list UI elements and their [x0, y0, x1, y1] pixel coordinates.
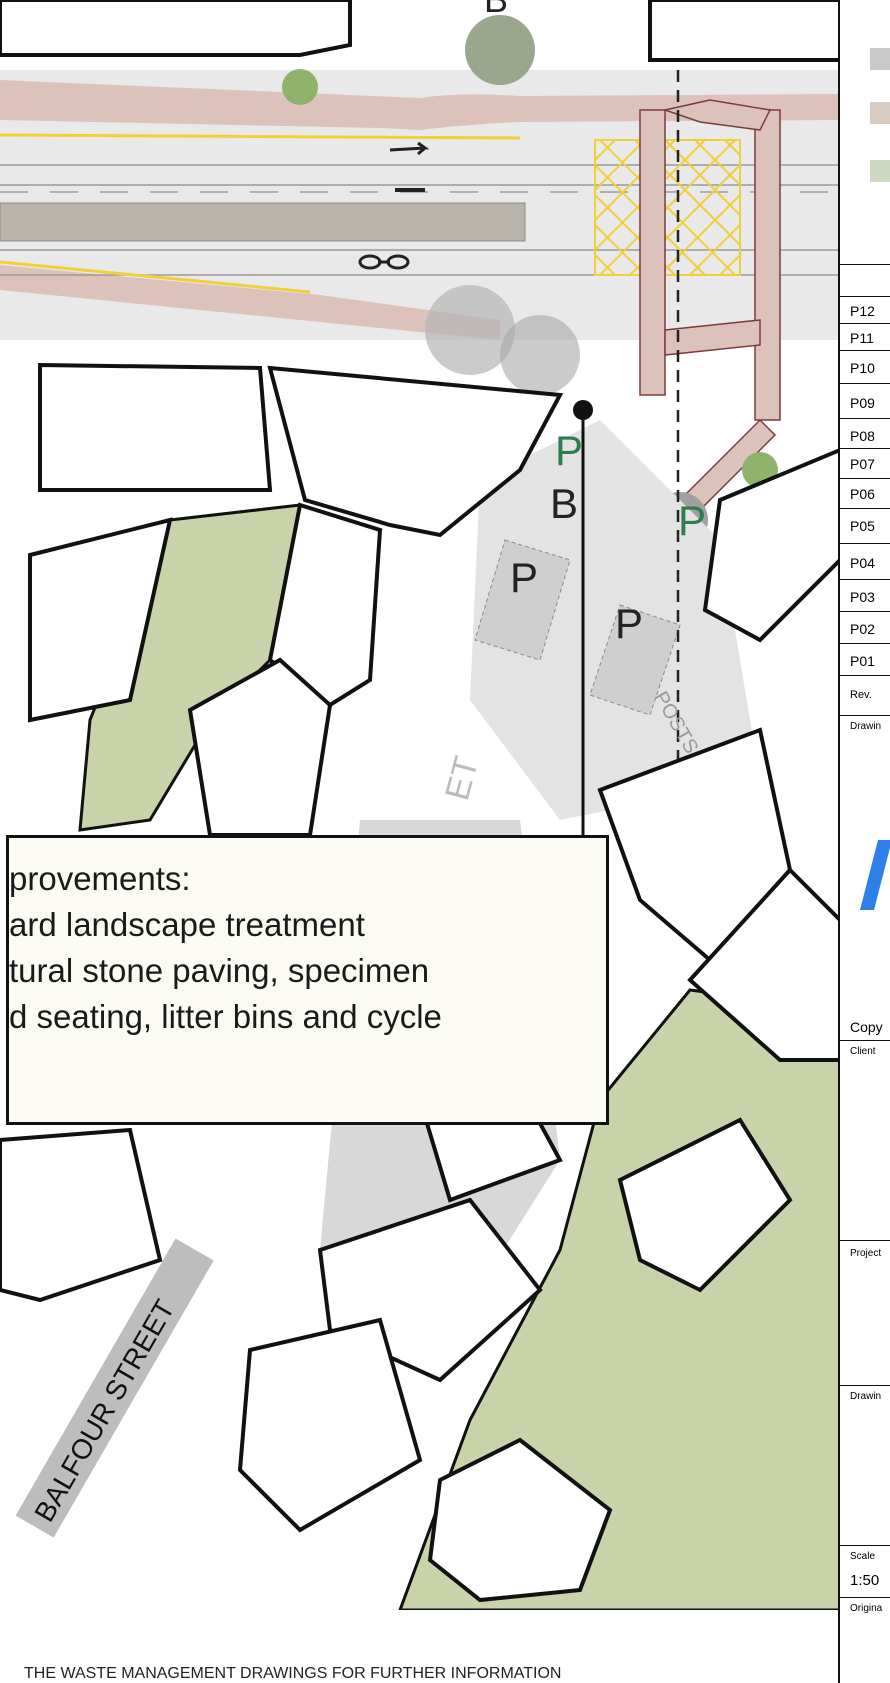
legend-swatch-green: [870, 160, 890, 182]
legend-swatch-paving: [870, 48, 890, 70]
revision-row: P12: [840, 296, 890, 323]
cycle-parking-letter-left: P: [555, 427, 583, 474]
copyright-label: Copy: [850, 1019, 883, 1035]
callout-line-1: provements:: [9, 860, 191, 897]
parking-bays: [474, 539, 681, 716]
revision-row: P09: [840, 383, 890, 418]
revision-row: P10: [840, 350, 890, 383]
callout-line-4: d seating, litter bins and cycle: [9, 998, 442, 1035]
revision-row: P03: [840, 579, 890, 611]
revision-row: P01: [840, 643, 890, 675]
drawing-title-label: Drawin: [840, 1385, 890, 1545]
legend-swatch-footway: [870, 102, 890, 124]
revision-row: P08: [840, 418, 890, 448]
scale-label: Scale: [840, 1545, 890, 1567]
bus-stop-marker: [573, 400, 593, 840]
yellow-box-junction: [594, 139, 741, 276]
bus-stop-letter-top: B: [484, 0, 508, 20]
project-label: Project: [840, 1240, 890, 1385]
revision-row: P04: [840, 543, 890, 579]
client-label: Client: [840, 1040, 890, 1240]
cycle-parking-letter-right: P: [678, 497, 706, 544]
bus-stop-letter: B: [550, 480, 578, 527]
revision-row: P02: [840, 611, 890, 643]
cycle-track: [639, 99, 781, 513]
improvements-callout: provements: ard landscape treatment tura…: [6, 835, 609, 1125]
scale-value: 1:50: [850, 1572, 880, 1589]
revision-row: P05: [840, 508, 890, 543]
building-outlines: [0, 0, 840, 1603]
parking-letter-right: P: [615, 600, 643, 647]
revision-row: P11: [840, 323, 890, 350]
original-size-label: Origina: [840, 1597, 890, 1637]
revision-row: P07: [840, 448, 890, 478]
rev-header: Rev.: [840, 675, 890, 715]
site-plan-map: P P B B P P ET POSTS BALFOUR STREET: [0, 0, 840, 1610]
callout-line-3: tural stone paving, specimen: [9, 952, 430, 989]
drawing-status-label: Drawin: [840, 715, 890, 815]
parking-letter-left: P: [510, 554, 538, 601]
callout-line-2: ard landscape treatment: [9, 906, 365, 943]
revision-row: P06: [840, 478, 890, 508]
company-logo: [860, 840, 890, 910]
title-block-panel: P12 P11 P10 P09 P08 P07 P06 P05 P04 P03 …: [838, 0, 890, 1683]
footnote-text: THE WASTE MANAGEMENT DRAWINGS FOR FURTHE…: [24, 1665, 562, 1682]
